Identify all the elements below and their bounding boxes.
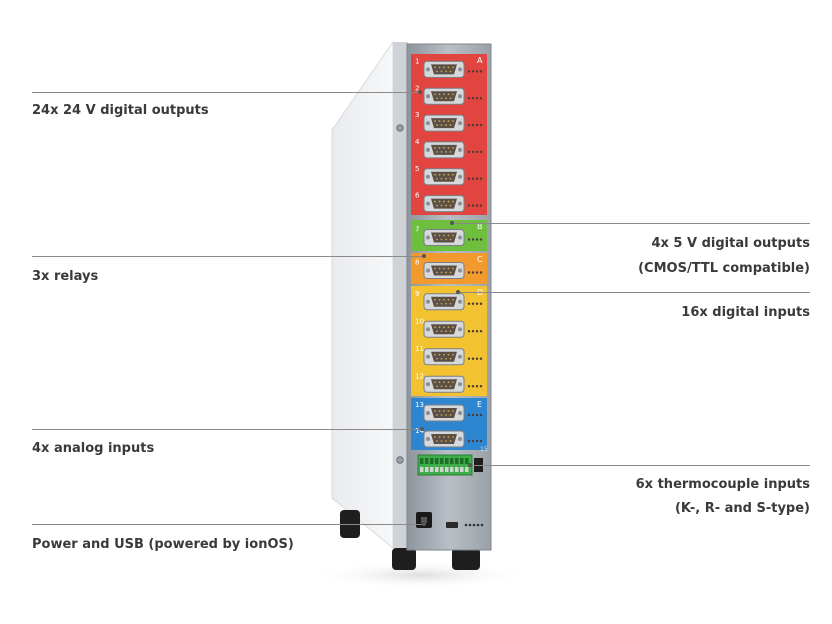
device-side-panel [331, 40, 394, 550]
leader-analog-inputs [32, 429, 422, 430]
leader-dot-relays [422, 254, 426, 258]
section-letter-B: B [477, 222, 483, 231]
db9-connector-3: 3 [415, 111, 483, 132]
label-power-usb: Power and USB (powered by ionOS) [32, 537, 294, 552]
port-number-1: 1 [415, 57, 419, 65]
db9-connector-10: 10 [415, 317, 483, 338]
leader-dot-power [422, 522, 426, 526]
leader-digital-outputs-5v [452, 223, 810, 224]
port-number-14: 14 [415, 427, 424, 435]
port-number-11: 11 [415, 345, 424, 353]
db9-connector-12: 12 [415, 372, 483, 393]
db9-connector-11: 11 [415, 345, 483, 366]
section-letter-E: E [477, 400, 482, 409]
db9-connector-14: 14 [415, 427, 483, 448]
port-number-3: 3 [415, 111, 419, 119]
label-analog-inputs: 4x analog inputs [32, 441, 155, 456]
leader-thermocouple-inputs [470, 465, 810, 466]
port-number-9: 9 [415, 290, 419, 298]
leader-dot-inputs [456, 290, 460, 294]
label-thermocouple-types: (K-, R- and S-type) [674, 501, 810, 516]
db9-connector-5: 5 [415, 165, 483, 186]
device-foot-right [452, 548, 480, 570]
db9-connector-9: 9 [415, 290, 483, 311]
label-digital-inputs: 16x digital inputs [681, 305, 810, 320]
leader-dot-thermo [468, 463, 472, 467]
leader-relays [32, 256, 424, 257]
port-number-5: 5 [415, 165, 419, 173]
db9-connector-6: 6 [415, 192, 483, 213]
label-digital-outputs-5v-note: (CMOS/TTL compatible) [638, 261, 810, 276]
port-number-12: 12 [415, 372, 424, 380]
usb-port [446, 522, 458, 528]
device-foot-mid [392, 548, 416, 570]
port-number-6: 6 [415, 192, 420, 200]
db9-connector-4: 4 [415, 138, 483, 159]
leader-digital-inputs [458, 292, 810, 293]
db9-connector-7: 7 [415, 226, 483, 246]
leader-power-usb [32, 524, 424, 525]
db9-connector-13: 13 [415, 401, 483, 422]
leader-dot-5v [450, 221, 454, 225]
leader-dot-24v [418, 90, 422, 94]
port-number-10: 10 [415, 317, 424, 325]
svg-text:15: 15 [480, 446, 488, 453]
port-number-2: 2 [415, 84, 419, 92]
port-number-7: 7 [415, 226, 419, 234]
port-number-4: 4 [415, 138, 420, 146]
port-number-13: 13 [415, 401, 424, 409]
label-thermocouple-inputs: 6x thermocouple inputs [635, 477, 810, 492]
panel-section-A [411, 54, 487, 215]
leader-digital-outputs-24v [32, 92, 420, 93]
section-letter-A: A [477, 56, 483, 65]
db9-connector-8: 8 [415, 259, 483, 279]
label-digital-outputs-5v: 4x 5 V digital outputs [651, 236, 810, 251]
label-relays: 3x relays [32, 269, 99, 284]
leader-dot-analog [420, 427, 424, 431]
db9-connector-2: 2 [415, 84, 483, 105]
section-letter-C: C [477, 255, 483, 264]
label-digital-outputs-24v: 24x 24 V digital outputs [32, 103, 209, 118]
port-number-8: 8 [415, 259, 419, 267]
db9-connector-1: 1 [415, 57, 483, 78]
